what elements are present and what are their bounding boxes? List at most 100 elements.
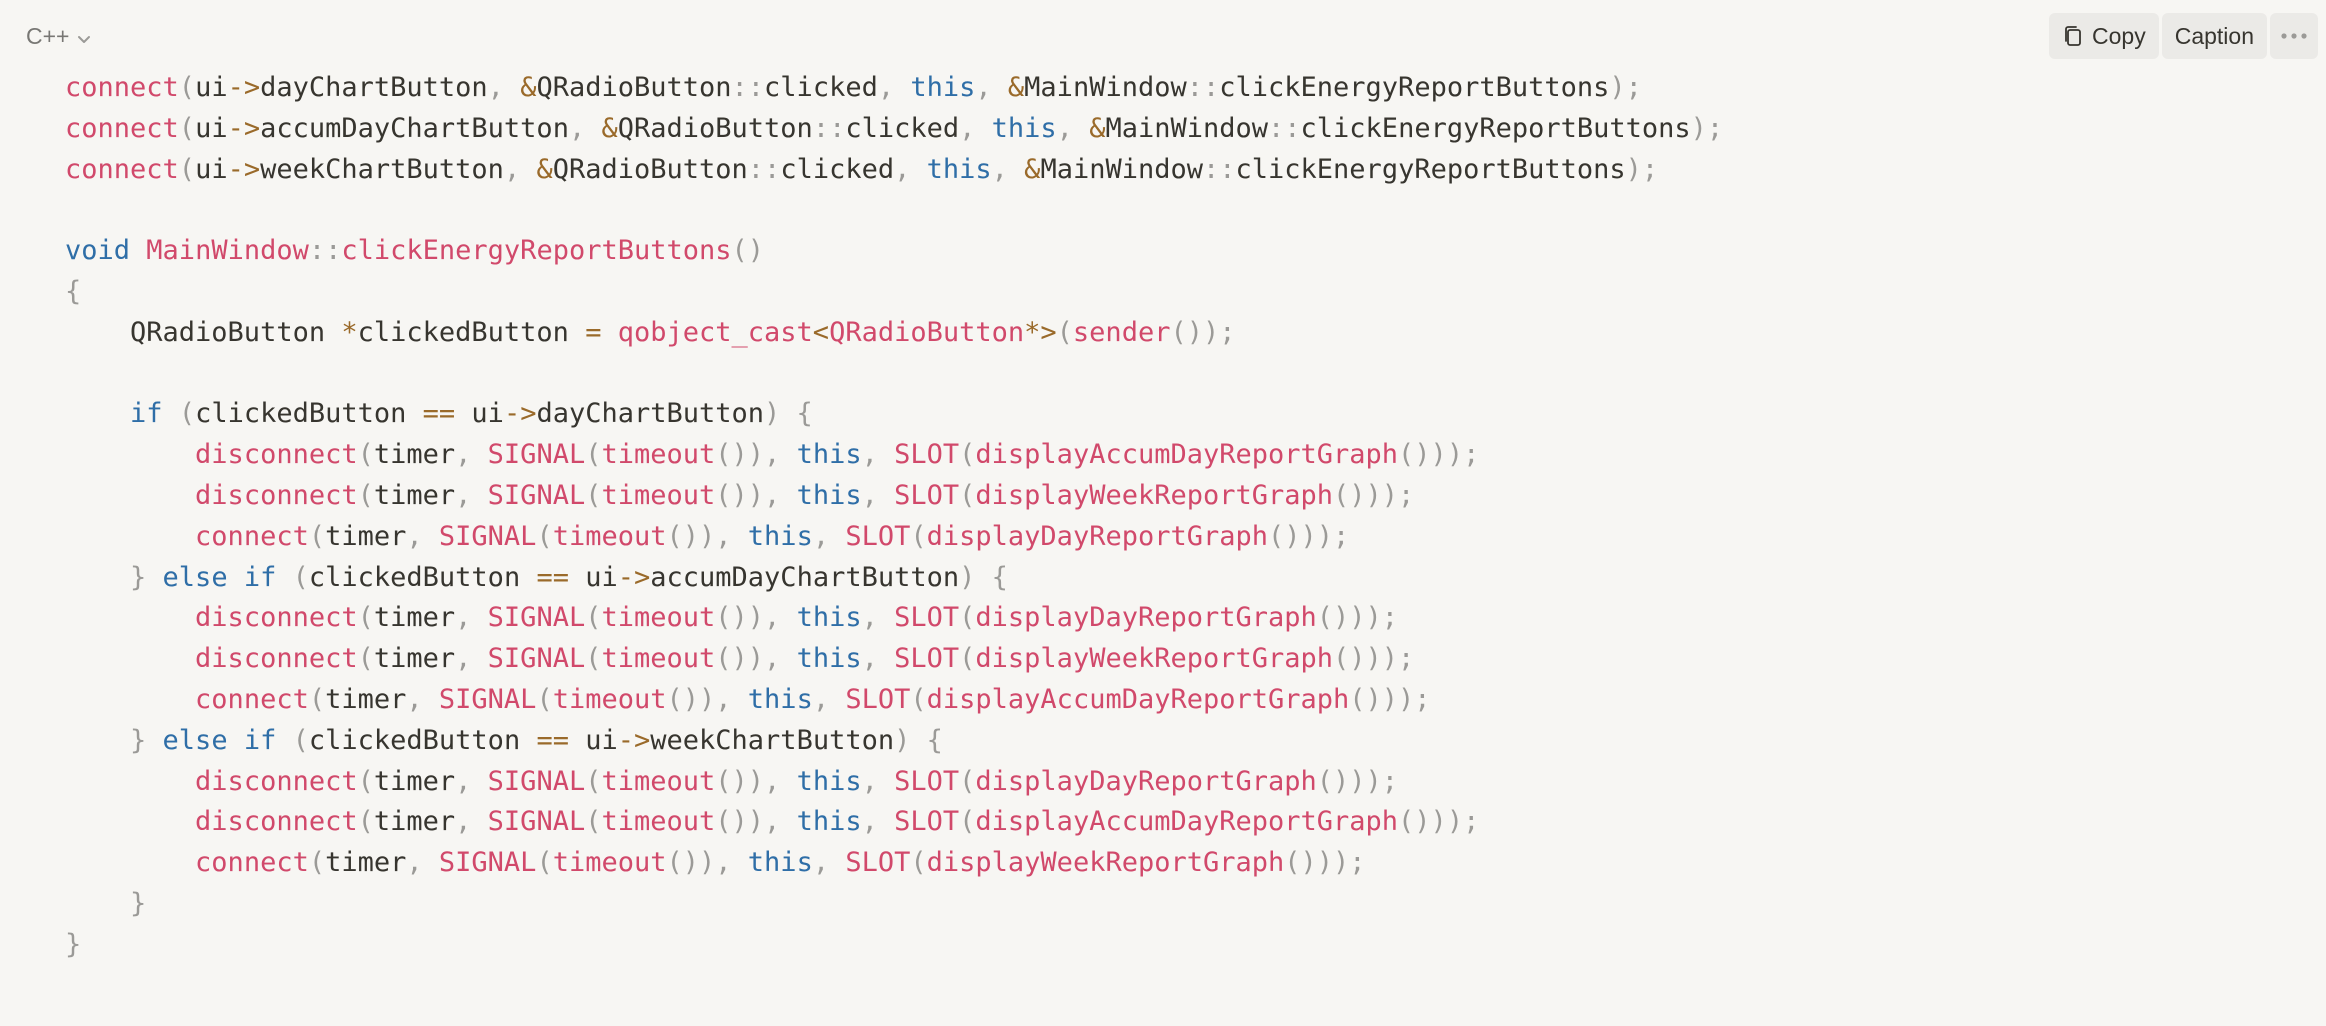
code-token xyxy=(65,766,195,797)
code-token: -> xyxy=(617,561,651,593)
code-token: this xyxy=(747,683,813,715)
code-token: SIGNAL xyxy=(438,683,537,715)
copy-button[interactable]: Copy xyxy=(2049,13,2159,59)
code-token: ()), xyxy=(715,439,797,471)
code-token: -> xyxy=(617,724,651,756)
code-token: timer xyxy=(373,479,456,511)
code-token: , xyxy=(455,643,488,675)
code-token: displayWeekReportGraph xyxy=(975,479,1334,511)
more-options-button[interactable] xyxy=(2270,13,2318,59)
code-token: ( xyxy=(585,806,602,838)
code-line: connect(ui->dayChartButton, &QRadioButto… xyxy=(65,68,1723,109)
code-token: == xyxy=(536,724,569,756)
code-line: disconnect(timer, SIGNAL(timeout()), thi… xyxy=(65,435,1723,476)
code-token: ( xyxy=(959,602,976,634)
code-token: ui xyxy=(568,561,618,593)
code-token: void xyxy=(65,235,131,267)
code-token: ( xyxy=(910,683,927,715)
code-token: clickedButton xyxy=(308,561,537,593)
code-token: displayDayReportGraph xyxy=(975,765,1317,797)
code-token: accumDayChartButton xyxy=(260,112,569,144)
code-token: dayChartButton xyxy=(536,398,765,430)
caption-label: Caption xyxy=(2174,22,2254,49)
code-token: ) { xyxy=(959,561,1008,593)
code-line: if (clickedButton == ui->dayChartButton)… xyxy=(65,394,1723,435)
code-token: timeout xyxy=(552,683,667,715)
code-toolbar: Copy Caption xyxy=(2049,13,2318,59)
code-token: ( xyxy=(536,847,553,879)
code-token xyxy=(65,643,195,674)
code-token: & xyxy=(1024,153,1041,185)
code-token xyxy=(601,317,617,348)
code-token: this xyxy=(796,602,862,634)
code-token: disconnect xyxy=(195,479,358,511)
code-token: this xyxy=(796,765,862,797)
code-token: MainWindow xyxy=(146,235,309,267)
caption-button[interactable]: Caption xyxy=(2161,13,2267,59)
code-token xyxy=(65,806,195,837)
code-token: connect xyxy=(195,683,309,715)
code-token: SLOT xyxy=(894,806,960,838)
language-selector[interactable]: C++ xyxy=(26,18,93,54)
code-token: ( xyxy=(357,643,374,675)
code-token: ( xyxy=(178,398,196,430)
code-token: SLOT xyxy=(894,765,960,797)
code-token: disconnect xyxy=(195,806,358,838)
code-token: ( xyxy=(308,847,326,879)
code-line: disconnect(timer, SIGNAL(timeout()), thi… xyxy=(65,476,1723,517)
code-token: this xyxy=(926,153,992,185)
code-token: clickedButton xyxy=(357,316,586,348)
code-token: , xyxy=(503,153,537,185)
code-token: == xyxy=(536,561,569,593)
code-token: SIGNAL xyxy=(487,765,586,797)
code-token: displayDayReportGraph xyxy=(926,520,1269,552)
code-token: } xyxy=(130,724,163,756)
code-line: connect(ui->accumDayChartButton, &QRadio… xyxy=(65,109,1723,150)
code-token: dayChartButton xyxy=(260,72,488,103)
code-token: ( xyxy=(536,683,553,715)
code-line: } else if (clickedButton == ui->accumDay… xyxy=(65,558,1723,599)
code-token: timeout xyxy=(601,806,716,838)
code-token: :: xyxy=(747,153,781,185)
code-token: , xyxy=(406,847,439,879)
code-token: SLOT xyxy=(845,847,911,879)
code-token: , xyxy=(894,153,927,185)
code-token xyxy=(276,725,292,756)
code-token: , xyxy=(861,439,895,471)
code-token: ( xyxy=(357,479,374,511)
code-token: , xyxy=(861,479,895,511)
code-token: SLOT xyxy=(894,439,960,471)
code-content[interactable]: connect(ui->dayChartButton, &QRadioButto… xyxy=(65,68,1723,966)
code-token: ( xyxy=(585,602,602,634)
code-token: = xyxy=(585,316,602,348)
code-token: ())); xyxy=(1284,847,1366,879)
code-token: ui xyxy=(455,398,504,430)
code-token: -> xyxy=(227,72,261,103)
code-token: ())); xyxy=(1398,806,1480,838)
code-token: timer xyxy=(373,806,456,838)
code-token: ( xyxy=(292,561,309,593)
code-token: , xyxy=(861,602,895,634)
code-token: timeout xyxy=(552,847,667,879)
more-horizontal-icon xyxy=(2280,32,2308,40)
chevron-down-icon xyxy=(75,27,93,45)
code-token: , xyxy=(455,479,488,511)
copy-icon xyxy=(2062,24,2084,48)
code-token: :: xyxy=(1186,72,1220,103)
code-token: SLOT xyxy=(894,602,960,634)
language-label: C++ xyxy=(26,22,70,49)
code-token: ui xyxy=(195,153,228,185)
code-token: SIGNAL xyxy=(487,643,586,675)
code-token: () xyxy=(731,235,765,267)
code-token: & xyxy=(520,72,537,103)
code-line: disconnect(timer, SIGNAL(timeout()), thi… xyxy=(65,598,1723,639)
code-token xyxy=(65,398,130,429)
code-token: timer xyxy=(325,847,407,879)
code-token: :: xyxy=(731,72,765,103)
code-token: ( xyxy=(585,765,602,797)
code-token: SIGNAL xyxy=(487,439,586,471)
code-token: :: xyxy=(1203,153,1236,185)
code-token: ()), xyxy=(715,479,797,511)
code-token: ( xyxy=(292,724,309,756)
code-token: == xyxy=(422,398,456,430)
